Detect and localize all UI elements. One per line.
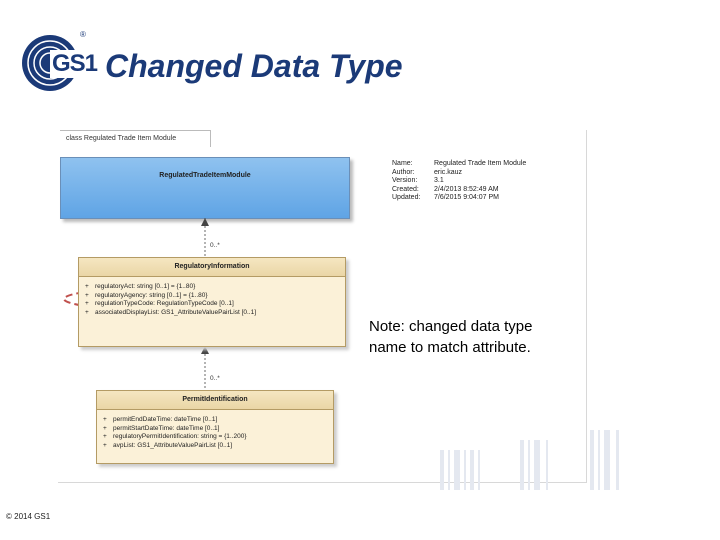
change-note: Note: changed data type name to match at… <box>369 316 532 358</box>
uml-diagram-frame <box>58 130 587 483</box>
metadata-row: Name:Regulated Trade Item Module <box>392 160 527 167</box>
gs1-globe-icon <box>22 35 82 91</box>
attribute-row: +associatedDisplayList: GS1_AttributeVal… <box>85 308 257 316</box>
metadata-row: Created:2/4/2013 8:52:49 AM <box>392 185 499 193</box>
barcode-watermark <box>440 430 619 490</box>
attribute-row: +regulatoryAgency: string [0..1] = {1..8… <box>85 291 208 299</box>
attribute-row: +regulatoryPermitIdentification: string … <box>103 433 247 440</box>
metadata-row: Author:eric.kauz <box>392 168 463 176</box>
note-line-2: name to match attribute. <box>369 339 531 356</box>
diagram-frame-label: class Regulated Trade Item Module <box>66 135 177 142</box>
class-name: RegulatedTradeItemModule <box>159 172 251 179</box>
diagram-frame-tab <box>60 130 211 147</box>
attribute-row-changed: +regulationTypeCode: RegulationTypeCode … <box>85 300 234 307</box>
multiplicity-label-1: 0..* <box>210 242 220 249</box>
class-regulated-trade-item-module: RegulatedTradeItemModule <box>60 157 350 219</box>
attribute-row: +permitStartDateTime: dateTime [0..1] <box>103 424 220 432</box>
attribute-row: +regulatoryAct: string [0..1] = {1..80} <box>85 283 196 290</box>
registered-mark: ® <box>80 30 86 39</box>
gs1-logo: GS1 ® <box>20 30 98 95</box>
multiplicity-label-2: 0..* <box>210 375 220 382</box>
metadata-row: Updated:7/6/2015 9:04:07 PM <box>392 194 499 201</box>
class-regulatory-information: RegulatoryInformation +regulatoryAct: st… <box>78 257 346 347</box>
class-name: PermitIdentification <box>97 391 333 410</box>
page-title: Changed Data Type <box>105 48 403 84</box>
copyright-footer: © 2014 GS1 <box>6 512 51 521</box>
metadata-row: Version:3.1 <box>392 177 444 184</box>
attribute-row: +permitEndDateTime: dateTime [0..1] <box>103 416 218 423</box>
diagram-metadata: Name:Regulated Trade Item Module Author:… <box>392 160 526 203</box>
note-line-1: Note: changed data type <box>369 318 533 335</box>
class-permit-identification: PermitIdentification +permitEndDateTime:… <box>96 390 334 464</box>
class-name: RegulatoryInformation <box>79 258 345 277</box>
attribute-row: +avpList: GS1_AttributeValuePairList [0.… <box>103 441 233 449</box>
gs1-logo-text: GS1 <box>52 50 98 77</box>
